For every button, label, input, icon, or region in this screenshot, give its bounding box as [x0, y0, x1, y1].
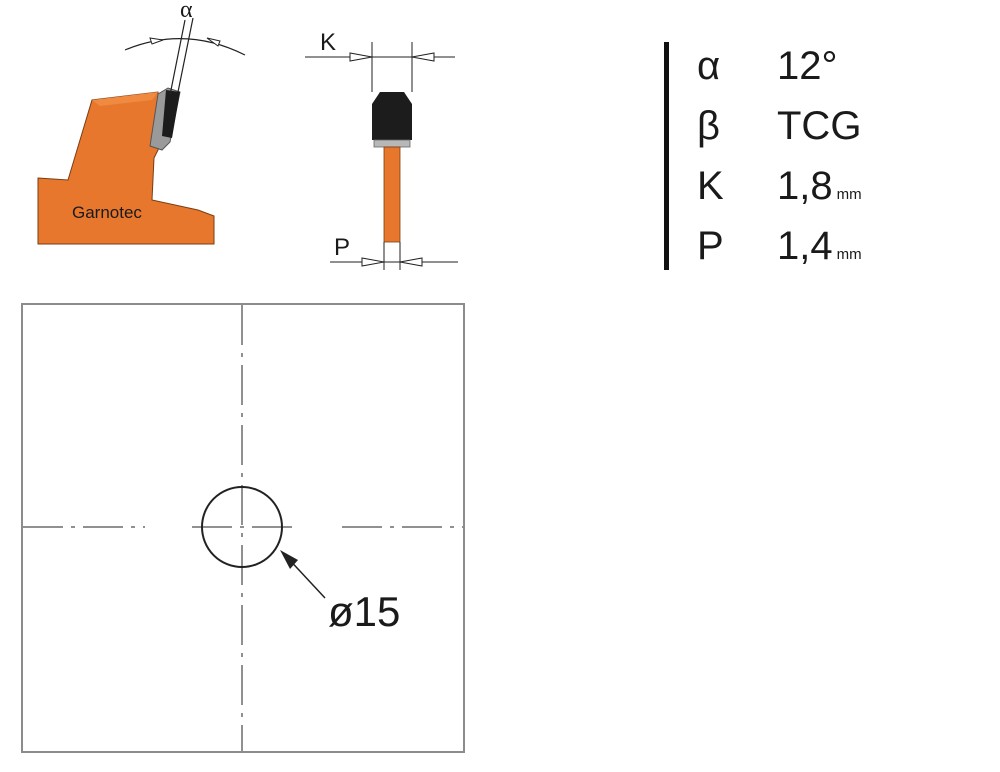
spec-symbol: α: [697, 44, 721, 88]
spec-value: TCG: [777, 104, 862, 148]
angle-ref-line-2: [177, 17, 194, 93]
profile-diagram: K P: [305, 29, 458, 270]
blade-body: [37, 91, 215, 245]
p-arrow-left: [361, 257, 385, 267]
spec-symbol: β: [697, 104, 721, 148]
spec-divider: [664, 42, 669, 270]
tooth-gullet: [92, 92, 158, 106]
bore-drawing: ø15: [21, 303, 465, 753]
k-arrow-left: [349, 52, 373, 62]
angle-arc: [124, 38, 246, 56]
spec-row-p: P 1,4 mm: [697, 224, 862, 280]
spec-value: 1,8: [777, 164, 833, 208]
profile-tooth-braze: [373, 139, 411, 148]
bore-hole: [201, 486, 283, 568]
spec-row-alpha: α 12°: [697, 44, 842, 100]
diameter-label: ø15: [328, 588, 400, 635]
p-arrow-right: [399, 257, 423, 267]
spec-unit: mm: [836, 246, 862, 263]
k-arrow-right: [411, 52, 435, 62]
spec-symbol: K: [697, 164, 724, 208]
spec-row-beta: β TCG: [697, 104, 865, 160]
brand-label: Garnotec: [72, 203, 142, 222]
tooth-diagram: Garnotec α: [37, 0, 246, 245]
spec-row-k: K 1,8 mm: [697, 164, 862, 220]
profile-tooth-carbide: [372, 92, 412, 140]
p-dim-label: P: [334, 234, 350, 261]
angle-arrow-right: [206, 37, 221, 47]
bore-frame: [21, 303, 465, 753]
k-dim-label: K: [320, 29, 336, 56]
spec-value: 12°: [777, 44, 838, 88]
angle-label: α: [180, 0, 193, 23]
spec-unit: mm: [836, 186, 862, 203]
spec-value: 1,4: [777, 224, 833, 268]
spec-symbol: P: [697, 224, 724, 268]
profile-blade-plate: [383, 146, 401, 243]
angle-arrow-left: [149, 37, 164, 45]
leader-arrowhead: [280, 550, 298, 569]
carbide-tip-dark: [162, 90, 180, 138]
angle-ref-line: [169, 19, 186, 96]
